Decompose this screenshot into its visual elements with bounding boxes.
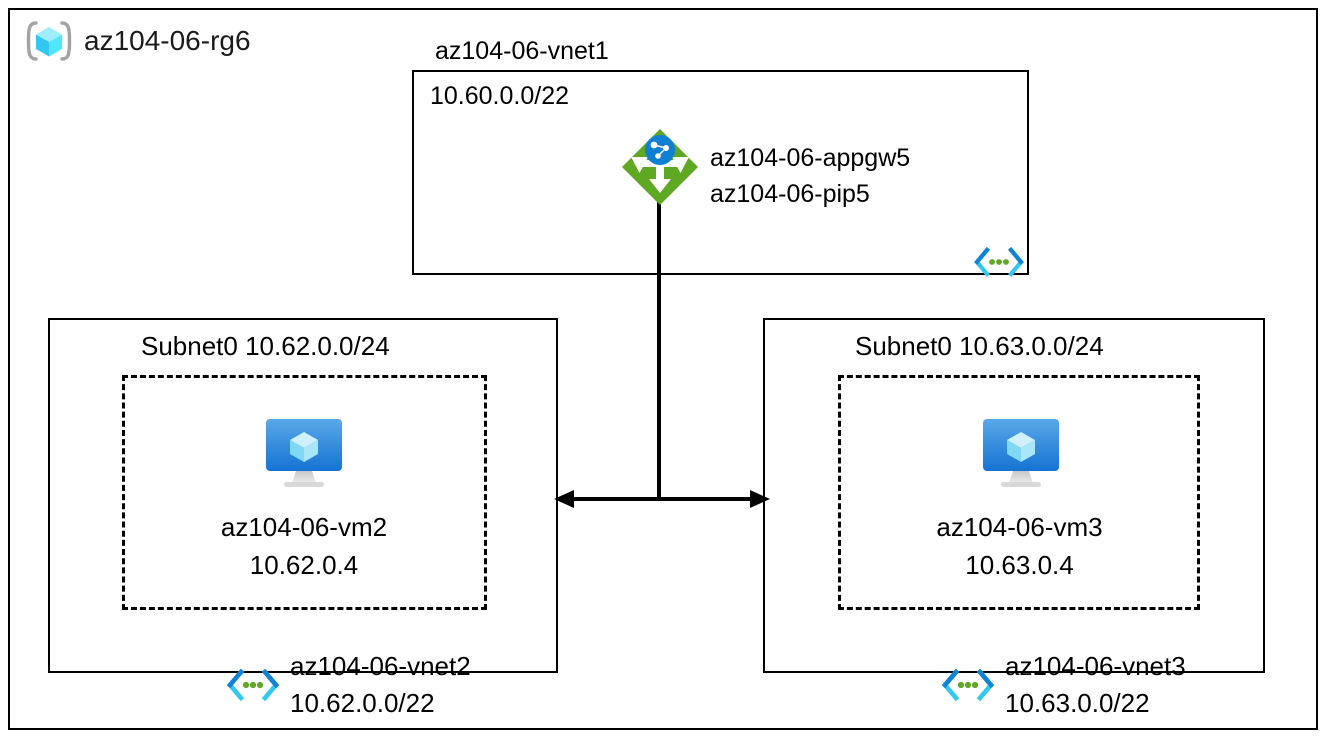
vm3-labels: az104-06-vm3 10.63.0.4 [847, 508, 1192, 585]
appgw-name: az104-06-appgw5 [710, 144, 911, 172]
resource-group-header: az104-06-rg6 [26, 20, 251, 62]
vnet3-box [763, 318, 1265, 673]
vnet3-badge-text: az104-06-vnet3 10.63.0.0/22 [1005, 648, 1186, 722]
vnet2-name: az104-06-vnet2 [290, 651, 471, 681]
vm2-virtual-machine-icon [258, 413, 350, 491]
vnet2-badge: az104-06-vnet2 10.62.0.0/22 [226, 648, 471, 722]
vm3-ip: 10.63.0.4 [965, 550, 1074, 581]
vnet-peering-arrow [552, 483, 772, 515]
application-gateway-icon [619, 127, 701, 207]
vnet3-subnet-boundary [838, 375, 1200, 610]
vnet1-box [412, 70, 1029, 275]
resource-group-boundary [8, 8, 1318, 730]
vnet1-title: az104-06-vnet1 [432, 37, 612, 66]
vnet3-subnet-title: Subnet0 10.63.0.0/24 [855, 331, 1104, 361]
vm2-name: az104-06-vm2 [220, 512, 388, 542]
vm3-name: az104-06-vm3 [936, 512, 1103, 542]
vnet2-virtual-network-icon [226, 668, 280, 701]
vnet2-cidr: 10.62.0.0/22 [290, 687, 435, 718]
vnet2-badge-text: az104-06-vnet2 10.62.0.0/22 [290, 648, 471, 722]
vnet3-virtual-network-icon [941, 668, 995, 701]
vm2-labels: az104-06-vm2 10.62.0.4 [129, 508, 479, 585]
vnet2-subnet-title: Subnet0 10.62.0.0/24 [141, 331, 390, 361]
vm3-virtual-machine-icon [975, 413, 1067, 491]
gateway-to-peering-line [657, 200, 661, 498]
resource-group-icon [26, 20, 72, 62]
vnet3-name: az104-06-vnet3 [1005, 651, 1186, 681]
appgw-public-ip-name: az104-06-pip5 [710, 179, 870, 208]
vm2-ip: 10.62.0.4 [249, 550, 359, 581]
vnet1-virtual-network-icon [973, 247, 1025, 277]
vnet1-cidr: 10.60.0.0/22 [430, 82, 570, 110]
resource-group-name: az104-06-rg6 [84, 25, 251, 56]
vnet2-box [48, 318, 558, 673]
vnet3-badge: az104-06-vnet3 10.63.0.0/22 [941, 648, 1186, 722]
vnet3-cidr: 10.63.0.0/22 [1005, 687, 1150, 718]
vnet2-subnet-boundary [122, 375, 487, 610]
application-gateway-labels: az104-06-appgw5 az104-06-pip5 [710, 141, 910, 212]
